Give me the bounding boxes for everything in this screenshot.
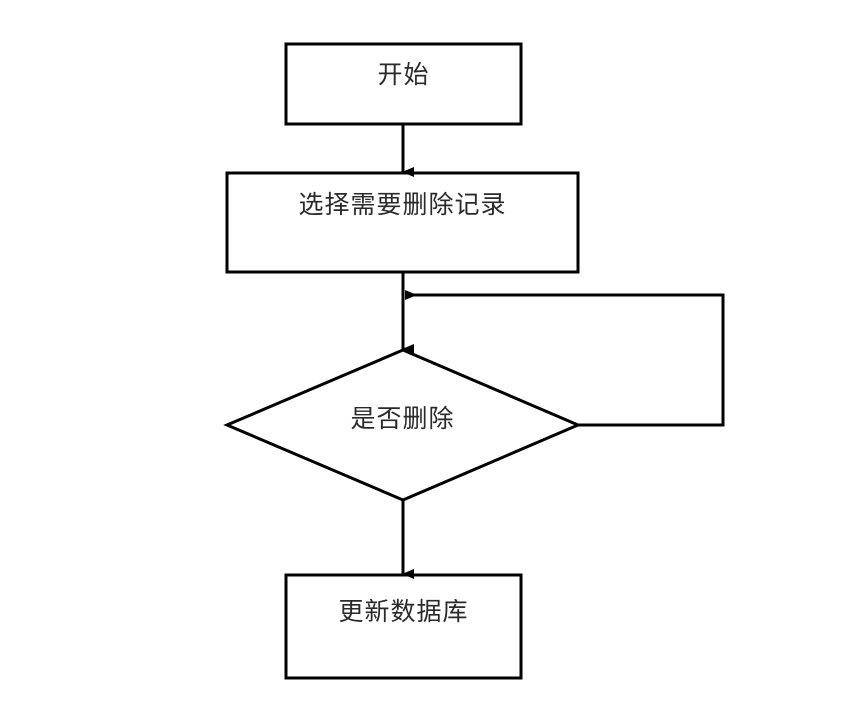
node-select-shape[interactable] (225, 171, 580, 274)
edge-decision-loop-back (405, 290, 725, 427)
node-decision-shape[interactable] (223, 348, 582, 502)
node-update-shape[interactable] (284, 573, 523, 680)
node-start-shape[interactable] (284, 42, 523, 126)
